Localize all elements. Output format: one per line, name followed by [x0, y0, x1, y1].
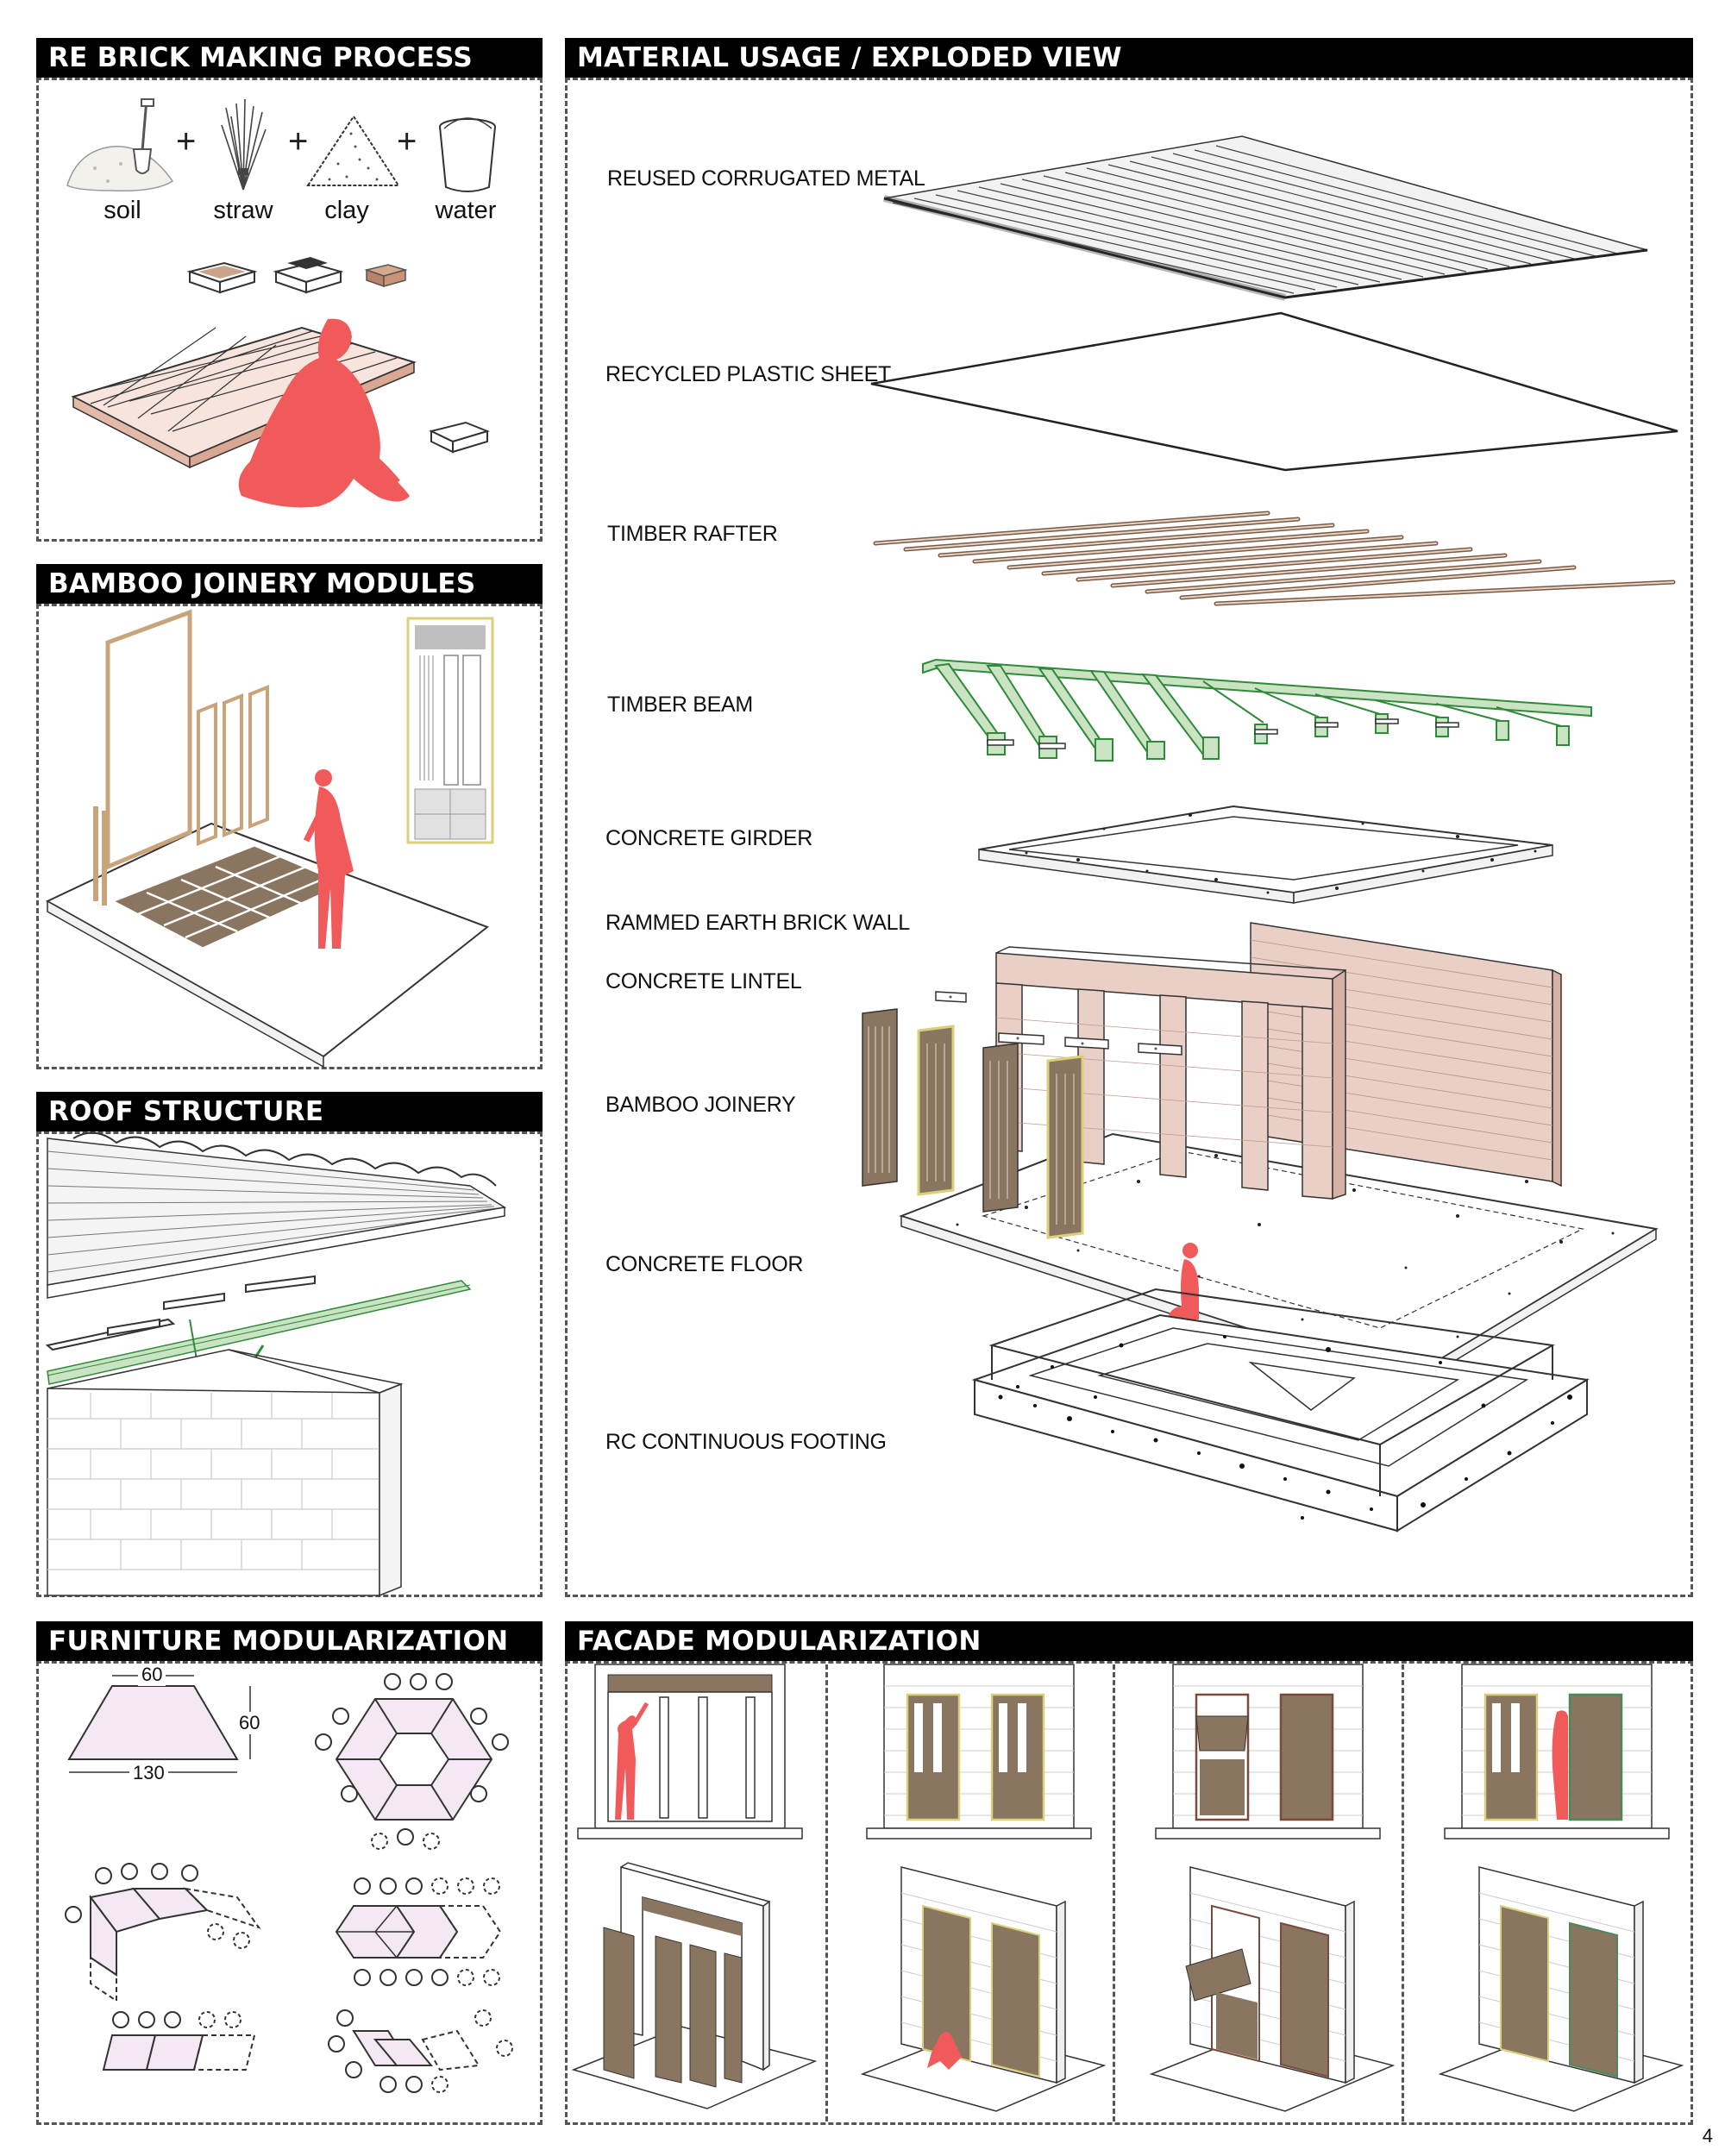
- bamboo-joinery-illustration: [45, 609, 494, 1069]
- furniture-panel: [36, 1661, 543, 2125]
- zigzag-table-arrangement: [328, 2009, 513, 2093]
- page-number: 4: [1702, 2125, 1713, 2147]
- ingredient-soil-label: soil: [104, 197, 141, 224]
- timber-rafter-layer: [873, 511, 1676, 606]
- facade-panel-title: FACADE MODULARIZATION: [565, 1621, 1693, 1661]
- long-hex-table-arrangement: [335, 1877, 502, 1986]
- wall-and-floor-layer: [862, 922, 1659, 1392]
- plastic-sheet-layer: [870, 311, 1678, 472]
- u-shaped-table-arrangement: [65, 1863, 261, 2002]
- facade-module-2-axonometric: [860, 1866, 1107, 2112]
- roof-panel-title: ROOF STRUCTURE: [36, 1092, 543, 1131]
- timber-beam-layer: [922, 658, 1592, 761]
- brick-panel: [36, 78, 543, 542]
- rc-footing-layer: [971, 1288, 1590, 1532]
- hexagon-table-arrangement: [315, 1673, 509, 1850]
- person-making-bricks-silhouette: [238, 318, 410, 508]
- facade-module-2-elevation: [866, 1664, 1092, 1839]
- row-table-arrangement: [102, 2011, 256, 2071]
- facade-module-4-axonometric: [1438, 1866, 1684, 2112]
- straw-icon: [221, 98, 267, 191]
- layer-label-timber-beam: TIMBER BEAM: [607, 693, 753, 717]
- layer-label-concrete-lintel: CONCRETE LINTEL: [605, 969, 802, 993]
- brick-molds-illustration: [186, 257, 408, 294]
- facade-module-1-axonometric: [571, 1862, 818, 2109]
- ingredient-water-label: water: [435, 197, 497, 224]
- soil-shovel-icon: [66, 98, 174, 192]
- plus-sign-3: +: [397, 122, 417, 160]
- ingredient-straw-label: straw: [213, 197, 273, 224]
- layer-label-concrete-floor: CONCRETE FLOOR: [605, 1252, 804, 1276]
- person-silhouette-bamboo: [303, 769, 354, 949]
- facade-module-1-elevation: [577, 1664, 803, 1839]
- dimension-height-label: 60: [237, 1712, 262, 1734]
- furniture-panel-title: FURNITURE MODULARIZATION: [36, 1621, 543, 1661]
- bamboo-panel-title: BAMBOO JOINERY MODULES: [36, 564, 543, 604]
- layer-label-rammed-earth-wall: RAMMED EARTH BRICK WALL: [605, 911, 910, 935]
- facade-divider-2: [1113, 1664, 1115, 2122]
- layer-label-rc-footing: RC CONTINUOUS FOOTING: [605, 1430, 887, 1454]
- layer-label-bamboo-joinery: BAMBOO JOINERY: [605, 1093, 796, 1117]
- facade-divider-3: [1402, 1664, 1404, 2122]
- corrugated-metal-layer: [883, 135, 1648, 301]
- clay-pile-icon: [306, 115, 400, 186]
- bamboo-panel: [36, 604, 543, 1069]
- facade-module-4-elevation: [1444, 1664, 1670, 1839]
- dimension-top-label: 60: [138, 1664, 166, 1686]
- layer-label-timber-rafter: TIMBER RAFTER: [607, 522, 778, 546]
- ingredient-clay-label: clay: [324, 197, 369, 224]
- facade-module-3-elevation: [1155, 1664, 1381, 1839]
- plus-sign-2: +: [288, 122, 309, 160]
- roof-structure-illustration: [45, 1131, 507, 1597]
- facade-divider-1: [825, 1664, 828, 2122]
- trapezoid-table-module: [67, 1675, 251, 1773]
- layer-label-corrugated-metal: REUSED CORRUGATED METAL: [607, 166, 925, 191]
- layer-label-plastic-sheet: RECYCLED PLASTIC SHEET: [605, 362, 891, 386]
- material-panel-title: MATERIAL USAGE / EXPLODED VIEW: [565, 38, 1693, 78]
- water-bucket-icon: [439, 117, 496, 192]
- facade-panel: [565, 1661, 1693, 2125]
- plus-sign-1: +: [176, 122, 197, 160]
- concrete-girder-layer: [978, 805, 1553, 904]
- layer-label-concrete-girder: CONCRETE GIRDER: [605, 826, 812, 850]
- brick-panel-title: RE BRICK MAKING PROCESS: [36, 38, 543, 78]
- facade-module-3-axonometric: [1149, 1866, 1396, 2112]
- dimension-bottom-label: 130: [129, 1762, 168, 1784]
- material-panel: [565, 78, 1693, 1597]
